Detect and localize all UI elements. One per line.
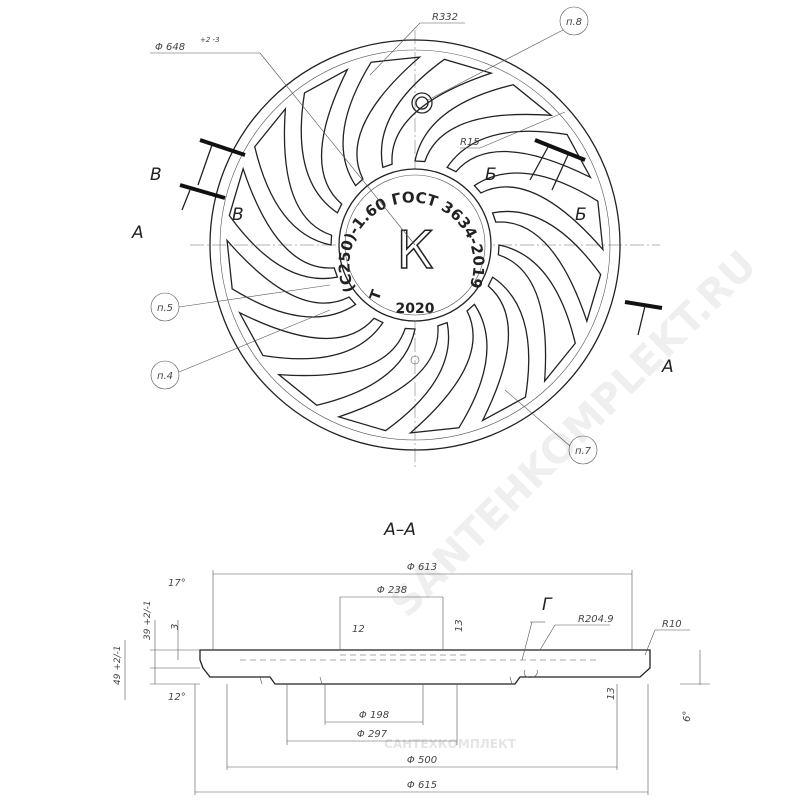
callout-p4: п.4 (157, 371, 173, 382)
hub-year: 2020 (396, 301, 435, 317)
callout-p8: п.8 (566, 17, 582, 28)
section-letter-a-left: А (131, 223, 144, 243)
rib-slot (238, 311, 384, 360)
section-title: А–А (383, 520, 416, 540)
rib-slot (446, 130, 592, 179)
watermark-footer: САНТЕХКОМПЛЕКТ (384, 737, 517, 751)
section-letter-b-inner: Б (575, 205, 587, 225)
cover-profile (199, 649, 651, 685)
cover-outer-edge (209, 39, 621, 451)
rib-slot (300, 68, 349, 214)
rib-slot (408, 303, 488, 434)
dim-h39: 39 +2/-1 (143, 600, 153, 640)
dim-angle-12: 12° (168, 692, 186, 703)
dim-d500: Φ 500 (407, 755, 437, 766)
dim-w12: 12 (352, 624, 365, 635)
dim-d615: Φ 615 (407, 780, 437, 791)
hub-inner (344, 174, 486, 316)
dim-d613: Φ 613 (407, 562, 437, 573)
plan-view: (С250)-1.60 ГОСТ 3634-2019 К 2020 Т Φ 64… (131, 6, 674, 470)
section-letter-b-outer: Б (485, 165, 497, 185)
dim-angle-6: 6° (682, 711, 693, 722)
rib-slot (473, 172, 604, 252)
dim-h49: 49 +2/-1 (113, 645, 123, 685)
pick-hole (410, 355, 420, 365)
detail-letter-g: Г (542, 595, 553, 615)
rib-slot (228, 166, 339, 280)
radius-r15: R15 (460, 137, 480, 148)
section-letter-v-outer: В (150, 165, 162, 185)
logo-mark-icon (411, 92, 433, 114)
rib-slot (276, 327, 416, 406)
radius-r332: R332 (432, 12, 458, 23)
section-letter-a-right: А (661, 357, 674, 377)
dim-angle-17: 17° (168, 578, 186, 589)
rib-slot (226, 238, 357, 318)
rib-slot (481, 276, 530, 422)
dim-outer-dia: Φ 648 (155, 42, 185, 53)
rib-slot (414, 84, 554, 163)
dim-h13b: 13 (606, 687, 617, 700)
dim-r2049: R204.9 (578, 614, 614, 625)
rib-slot (336, 321, 450, 432)
callout-p5: п.5 (157, 303, 173, 314)
section-view: А–А САНТЕХКОМПЛЕКТ Φ 613 Φ 238 Φ 198 Φ 2… (113, 520, 710, 795)
hub-letter: К (397, 221, 434, 281)
rib-slot (491, 210, 602, 324)
dim-outer-tol: +2 -3 (200, 36, 220, 44)
dim-d297: Φ 297 (357, 729, 388, 740)
dim-d238: Φ 238 (377, 585, 407, 596)
dim-d198: Φ 198 (359, 710, 389, 721)
cover-rim (219, 49, 611, 441)
rib-slots (226, 56, 604, 434)
dim-r10: R10 (662, 619, 682, 630)
rib-slot (254, 106, 333, 246)
dim-h13a: 13 (454, 619, 465, 632)
rib-slot (497, 244, 576, 384)
section-letter-v-inner: В (232, 205, 244, 225)
rib-slot (380, 58, 494, 169)
dim-h3: 3 (170, 624, 181, 630)
rib-slot (342, 56, 422, 187)
callout-p7: п.7 (575, 446, 592, 457)
logo-mark-inner (415, 96, 429, 110)
